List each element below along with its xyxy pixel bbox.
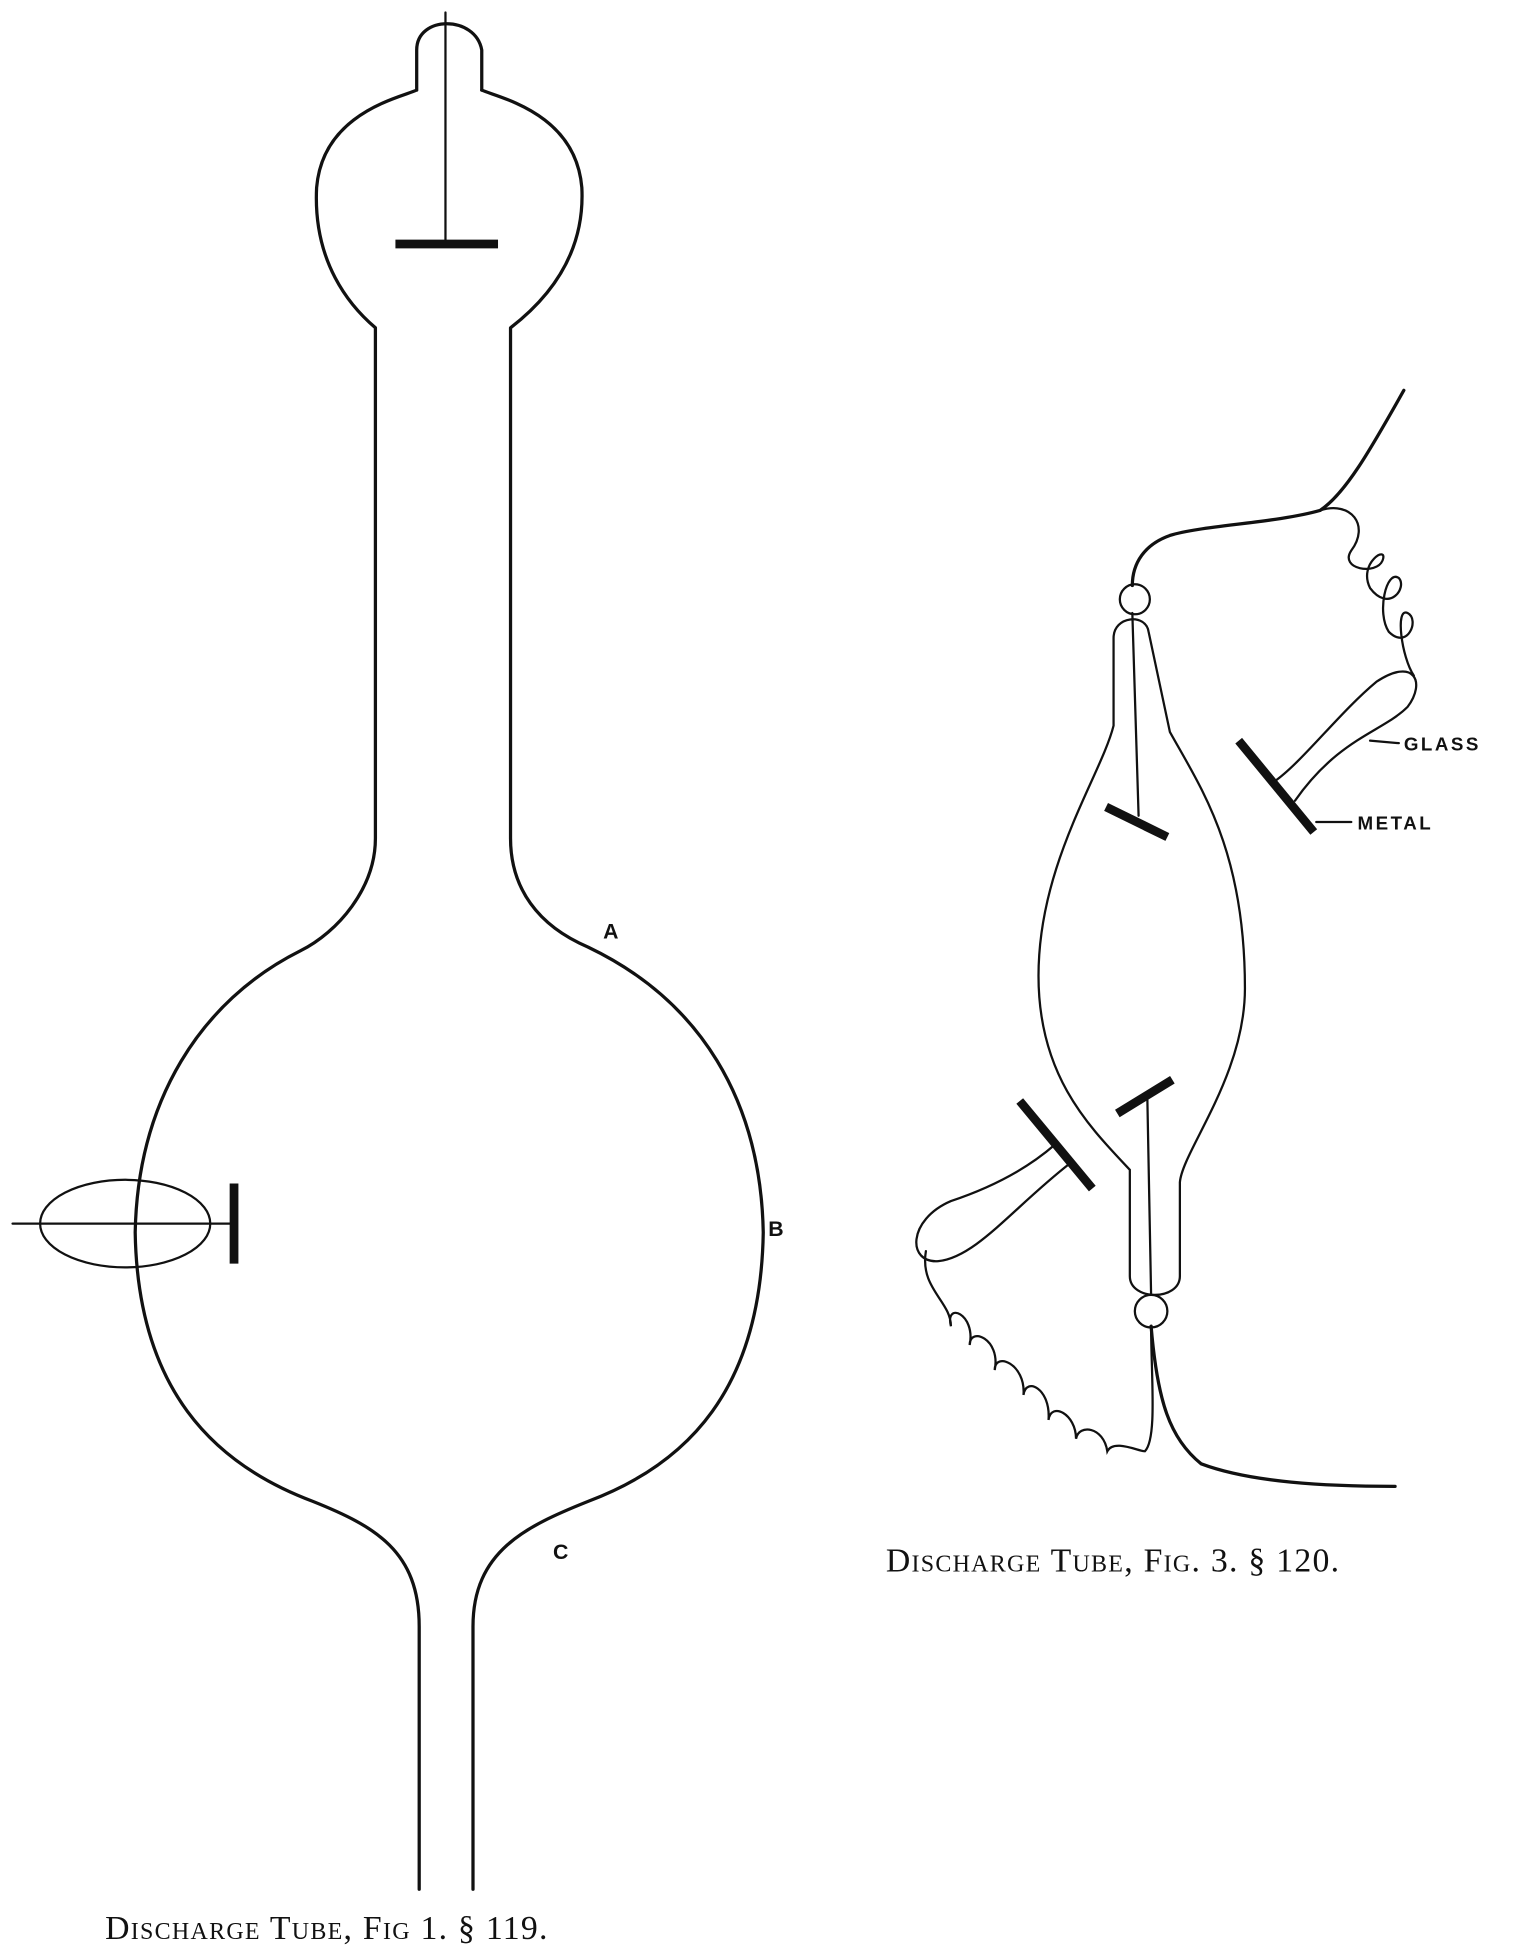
fig1-tube-right-outline <box>471 88 765 1891</box>
fig3-bottom-seal <box>1133 1293 1169 1329</box>
glass-leader-line <box>1368 739 1400 745</box>
label-b: B <box>768 1217 785 1241</box>
figure-3-discharge-tube: GLASS METAL Discharge Tube, Fig. 3. § 12… <box>886 388 1481 1579</box>
label-glass: GLASS <box>1404 734 1481 755</box>
label-metal: METAL <box>1358 812 1434 833</box>
fig3-top-lead-wire <box>1130 388 1406 588</box>
fig3-bottom-glass-bulb <box>915 1143 1071 1263</box>
fig3-bottom-inner-wire <box>1146 1097 1153 1297</box>
figure-3-caption: Discharge Tube, Fig. 3. § 120. <box>886 1542 1340 1579</box>
fig3-top-outer-plate <box>1235 737 1318 835</box>
fig3-bottom-lead-wire <box>1149 1324 1397 1488</box>
fig3-top-inner-wire <box>1131 611 1140 817</box>
fig3-top-seal <box>1118 583 1151 616</box>
fig3-tube-outline <box>1037 618 1247 1296</box>
figure-1-caption: Discharge Tube, Fig 1. § 119. <box>105 1910 549 1947</box>
fig1-tube-left-outline <box>133 22 484 1891</box>
label-a: A <box>603 919 620 943</box>
fig3-bottom-coil <box>923 1249 1154 1455</box>
label-c: C <box>553 1540 570 1564</box>
figure-1-discharge-tube: A B C Discharge Tube, Fig 1. § 119. <box>11 11 785 1947</box>
fig3-top-coil <box>1318 507 1415 677</box>
fig3-top-inner-plate <box>1104 803 1170 841</box>
fig3-bottom-inner-plate <box>1115 1075 1175 1118</box>
fig3-top-glass-bulb <box>1272 670 1418 802</box>
fig3-bottom-outer-plate <box>1016 1098 1096 1192</box>
